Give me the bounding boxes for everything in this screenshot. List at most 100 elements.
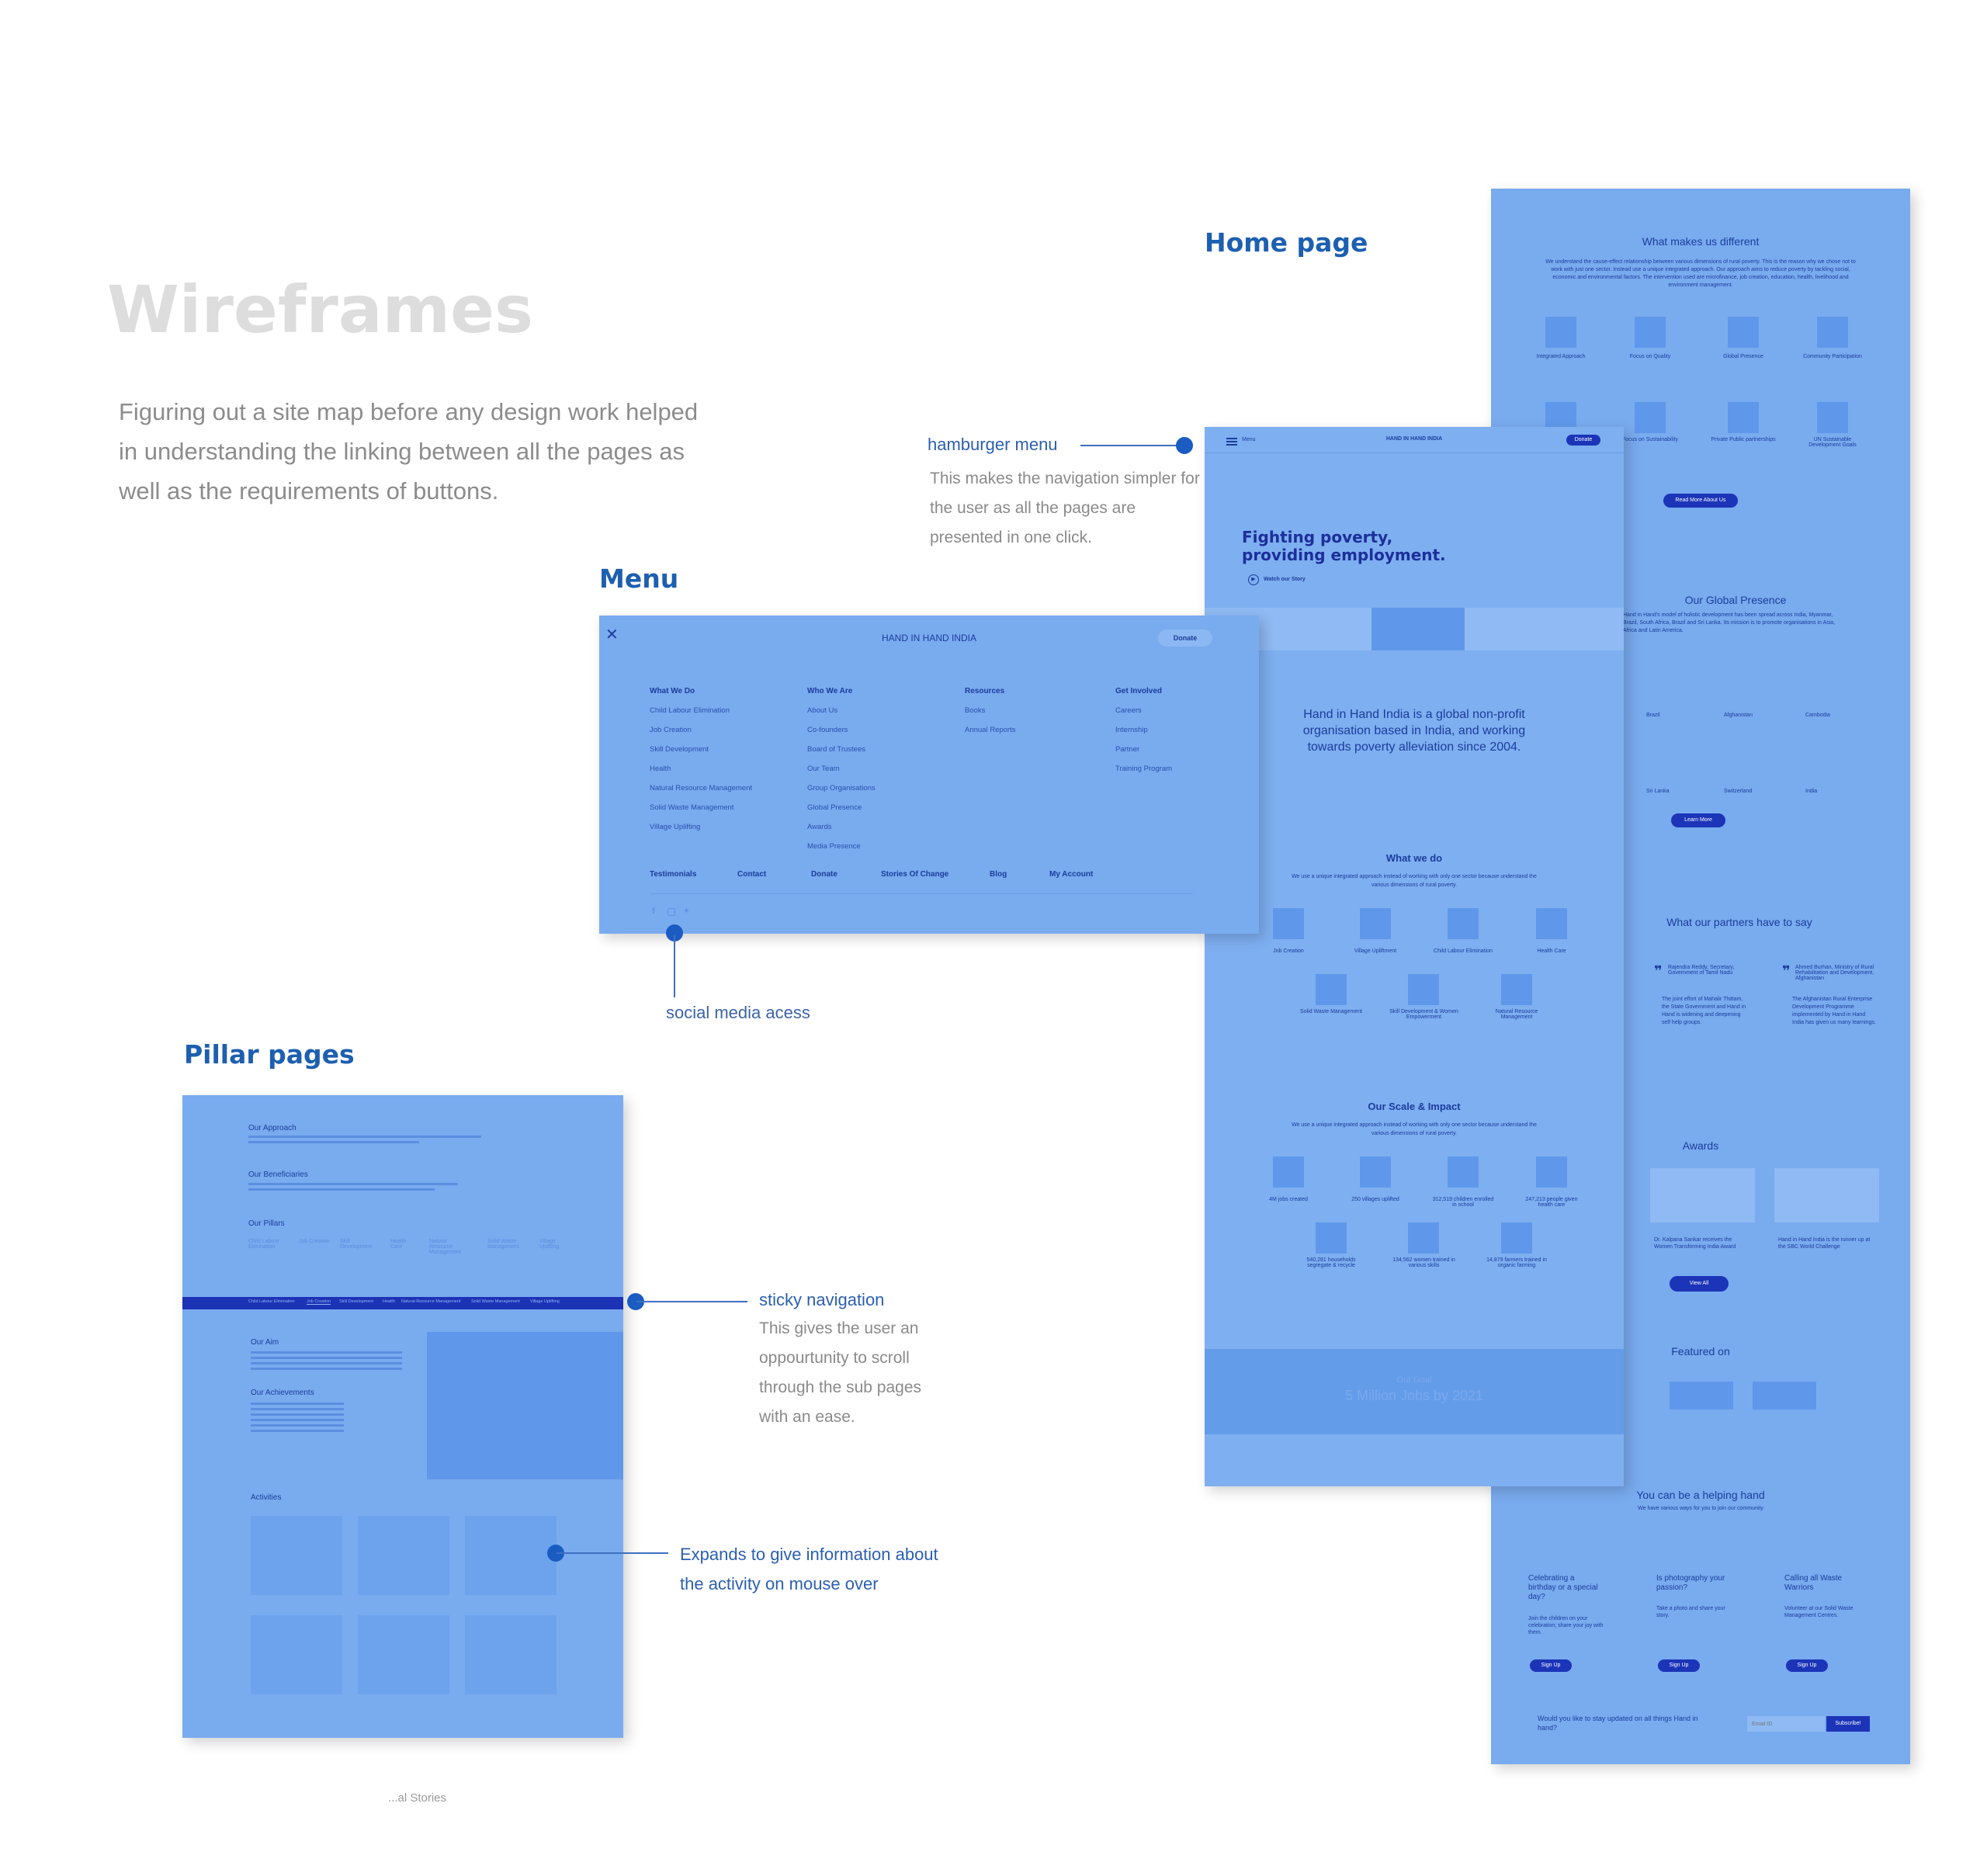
activity-card[interactable]: [251, 1615, 342, 1694]
menu-item[interactable]: Global Presence: [807, 803, 862, 812]
activity-card[interactable]: [358, 1516, 449, 1595]
hamburger-icon[interactable]: [1226, 438, 1237, 439]
footer-fragment: ...al Stories: [388, 1791, 447, 1805]
pillar-icon[interactable]: [1501, 974, 1532, 1005]
impact-icon: [1448, 1156, 1479, 1188]
subscribe-button[interactable]: Subscribe!: [1826, 1716, 1870, 1732]
menu-item[interactable]: Skill Development: [650, 745, 709, 754]
pillar-link[interactable]: Village Uplifting: [539, 1239, 560, 1250]
pillar-icon[interactable]: [1360, 908, 1391, 939]
sticky-nav-item[interactable]: Village Uplifting: [530, 1299, 560, 1304]
menu-item[interactable]: Village Uplifting: [650, 823, 701, 831]
menu-item[interactable]: Natural Resource Management: [650, 784, 753, 792]
menu-bottom-link[interactable]: Donate: [811, 870, 837, 879]
menu-item[interactable]: Annual Reports: [965, 726, 1016, 734]
sign-up-button[interactable]: Sign Up: [1786, 1659, 1828, 1672]
awards-title: Awards: [1682, 1139, 1719, 1152]
sign-up-button[interactable]: Sign Up: [1530, 1659, 1572, 1672]
menu-item[interactable]: About Us: [807, 706, 838, 715]
menu-item[interactable]: Training Program: [1115, 765, 1173, 773]
menu-item[interactable]: Our Team: [807, 765, 840, 773]
menu-bottom-link[interactable]: Testimonials: [650, 870, 697, 879]
menu-column-heading: Who We Are: [807, 687, 853, 695]
menu-item[interactable]: Awards: [807, 823, 832, 831]
pillar-label: Child Labour Elimination: [1434, 948, 1493, 954]
view-all-button[interactable]: View All: [1670, 1276, 1729, 1292]
pillar-link[interactable]: Skill Development: [340, 1239, 373, 1250]
watch-story-link[interactable]: Watch our Story: [1264, 577, 1306, 582]
sticky-nav-item-active[interactable]: Job Creation: [307, 1299, 331, 1305]
award-image: [1650, 1168, 1755, 1222]
hero-line-2: providing employment.: [1242, 546, 1446, 564]
menu-bottom-link[interactable]: Contact: [737, 870, 767, 879]
about-text: Hand in Hand India is a global non-profi…: [1302, 708, 1526, 754]
menu-item[interactable]: Board of Trustees: [807, 745, 865, 754]
brand-logo[interactable]: HAND IN HAND INDIA: [1385, 436, 1443, 442]
menu-item[interactable]: Child Labour Elimination: [650, 706, 730, 715]
activity-card[interactable]: [358, 1615, 449, 1694]
sign-up-button[interactable]: Sign Up: [1658, 1659, 1700, 1672]
impact-icon: [1360, 1156, 1391, 1188]
what-we-do-title: What we do: [1385, 852, 1443, 864]
sticky-nav-item[interactable]: Skill Development: [339, 1299, 374, 1304]
facebook-icon[interactable]: f: [652, 907, 655, 916]
close-icon[interactable]: ✕: [605, 626, 619, 643]
sticky-nav-item[interactable]: Health: [383, 1299, 395, 1304]
country-label: Brazil: [1646, 713, 1660, 718]
donate-button[interactable]: Donate: [1566, 435, 1600, 446]
menu-item[interactable]: Internship: [1115, 726, 1148, 734]
text-placeholder: [248, 1136, 481, 1138]
twitter-icon[interactable]: ✦: [683, 907, 691, 916]
menu-bottom-link[interactable]: My Account: [1049, 870, 1094, 879]
pillar-icon[interactable]: [1536, 908, 1567, 939]
goal-label: Our Goal: [1396, 1375, 1432, 1385]
menu-item[interactable]: Media Presence: [807, 842, 861, 851]
hero-line-1: Fighting poverty,: [1242, 528, 1393, 546]
sticky-nav-item[interactable]: Solid Waste Management: [471, 1299, 520, 1304]
pillar-link[interactable]: Health Care: [390, 1239, 407, 1250]
approach-heading: Our Approach: [248, 1124, 296, 1132]
pillar-icon[interactable]: [1316, 974, 1347, 1005]
menu-wireframe: ✕ HAND IN HAND INDIA Donate What We Do C…: [599, 616, 1259, 934]
donate-button[interactable]: Donate: [1158, 629, 1212, 647]
featured-title: Featured on: [1671, 1345, 1730, 1358]
menu-bottom-link[interactable]: Stories Of Change: [881, 870, 949, 879]
pillar-link[interactable]: Child Labour Elimination: [248, 1239, 279, 1250]
menu-item[interactable]: Health: [650, 765, 671, 773]
menu-item[interactable]: Job Creation: [650, 726, 692, 734]
learn-more-button[interactable]: Learn More: [1671, 813, 1725, 827]
country-label: Switzerland: [1724, 789, 1753, 794]
menu-item[interactable]: Partner: [1115, 745, 1140, 754]
sticky-navigation-bar[interactable]: [182, 1297, 623, 1309]
menu-bottom-link[interactable]: Blog: [990, 870, 1007, 879]
menu-label[interactable]: Menu: [1242, 437, 1256, 442]
menu-item[interactable]: Careers: [1115, 706, 1142, 715]
feature-label: Global Presence: [1723, 354, 1763, 359]
menu-item[interactable]: Co-founders: [807, 726, 848, 734]
brand-logo[interactable]: HAND IN HAND INDIA: [881, 633, 976, 643]
read-more-button[interactable]: Read More About Us: [1663, 494, 1738, 508]
pillar-link[interactable]: Natural Resource Management: [429, 1239, 461, 1255]
diff-subtitle: We understand the cause-effect relations…: [1545, 259, 1856, 288]
feature-icon: [1545, 317, 1576, 348]
activity-card[interactable]: [465, 1615, 557, 1694]
activity-card[interactable]: [251, 1516, 342, 1595]
menu-item[interactable]: Group Organisations: [807, 784, 876, 792]
pillar-link[interactable]: Solid Waste Management: [487, 1239, 519, 1250]
sticky-nav-item[interactable]: Child Labour Elimination: [248, 1299, 295, 1304]
pillar-icon[interactable]: [1408, 974, 1439, 1005]
sticky-annotation-title: sticky navigation: [759, 1290, 885, 1309]
play-icon[interactable]: ▶: [1248, 574, 1259, 585]
annotation-line: [636, 1301, 747, 1302]
pillar-icon[interactable]: [1273, 908, 1304, 939]
pillar-icon[interactable]: [1448, 908, 1479, 939]
menu-item[interactable]: Solid Waste Management: [650, 803, 734, 812]
instagram-icon[interactable]: [668, 908, 675, 916]
pillar-link[interactable]: Job Creation: [299, 1239, 330, 1244]
sticky-nav-item[interactable]: Natural Resource Management: [401, 1299, 461, 1304]
home-page-label: Home page: [1205, 227, 1368, 258]
menu-item[interactable]: Books: [965, 706, 986, 715]
impact-title: Our Scale & Impact: [1368, 1101, 1461, 1112]
activity-card[interactable]: [465, 1516, 557, 1595]
email-input[interactable]: [1747, 1716, 1825, 1732]
